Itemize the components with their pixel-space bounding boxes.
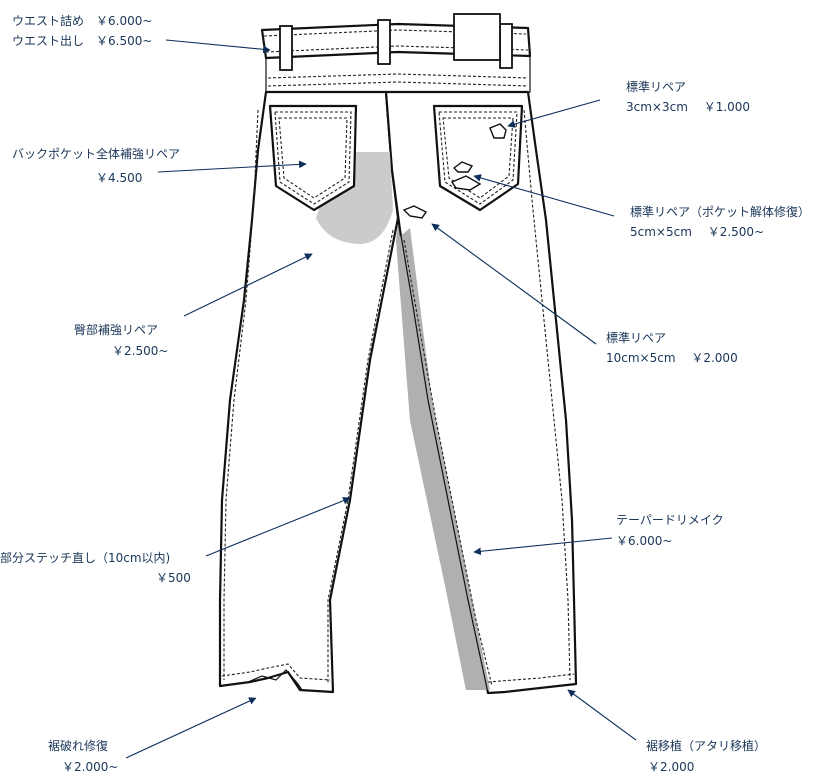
label-butt-title: 臀部補強リペア [74, 322, 158, 337]
annotation-labels: ウエスト詰め ￥6.000~ ウエスト出し ￥6.500~ 標準リペア 3cm×… [0, 13, 810, 774]
label-std-repair-title: 標準リペア [626, 79, 686, 94]
label-butt-price: ￥2.500~ [112, 344, 168, 358]
label-pocket-repair-title: 標準リペア（ポケット解体修復） [630, 204, 810, 219]
left-back-pocket [268, 104, 358, 212]
label-std-repair10-price: 10cm×5cm ￥2.000 [606, 351, 738, 365]
leather-patch [453, 13, 501, 61]
damage-mark [402, 205, 428, 219]
label-pocket-repair-price: 5cm×5cm ￥2.500~ [630, 225, 764, 239]
belt-loop [499, 23, 513, 69]
label-taper-title: テーパードリメイク [616, 513, 724, 527]
belt-loop [279, 25, 293, 71]
label-taper-price: ￥6.000~ [616, 534, 672, 548]
label-waist-take-in: ウエスト詰め ￥6.000~ [12, 13, 152, 28]
label-back-pocket-title: バックポケット全体補強リペア [12, 146, 180, 161]
label-stitch-title: 部分ステッチ直し（10cm以内) [0, 550, 170, 565]
belt-loop [377, 19, 391, 65]
label-stitch-price: ￥500 [156, 571, 191, 585]
damage-mark [452, 161, 474, 173]
label-hem-transfer-title: 裾移植（アタリ移植） [646, 738, 766, 753]
label-std-repair10-title: 標準リペア [606, 330, 666, 345]
label-std-repair-price: 3cm×3cm ￥1.000 [626, 100, 750, 114]
label-hem-transfer-price: ￥2.000 [648, 760, 694, 774]
annotation-arrows [125, 39, 637, 759]
label-hem-tear-title: 裾破れ修復 [48, 738, 108, 753]
label-back-pocket-price: ￥4.500 [96, 171, 142, 185]
damage-mark [489, 123, 507, 139]
label-hem-tear-price: ￥2.000~ [62, 760, 118, 774]
damage-mark [450, 175, 482, 191]
label-waist-let-out: ウエスト出し ￥6.500~ [12, 34, 152, 48]
jeans-illustration [218, 13, 578, 695]
